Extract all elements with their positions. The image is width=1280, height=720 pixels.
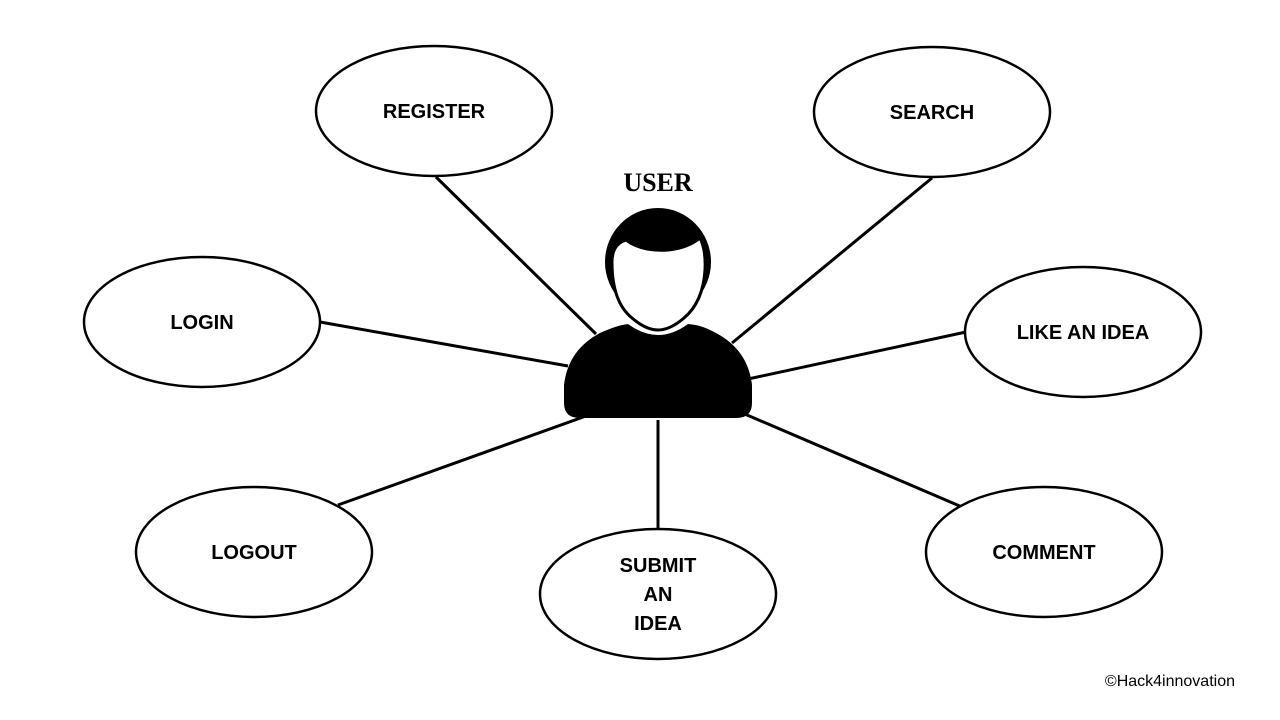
- connector-comment: [739, 410, 963, 509]
- connectors: [319, 175, 967, 529]
- connector-logout: [337, 414, 587, 507]
- use-case-submit-an-idea-label-line-1: SUBMIT: [620, 555, 697, 577]
- use-case-search-ellipse: [812, 45, 1052, 179]
- connector-like-an-idea: [747, 330, 967, 381]
- use-case-search-label: SEARCH: [890, 102, 974, 124]
- use-case-submit-an-idea: SUBMIT AN IDEA: [538, 527, 778, 661]
- user-icon-body: [564, 324, 752, 418]
- use-case-like-an-idea: LIKE AN IDEA: [963, 265, 1203, 399]
- use-case-search: SEARCH: [812, 45, 1052, 179]
- use-case-like-an-idea-ellipse: [963, 265, 1203, 399]
- use-case-login-label: LOGIN: [170, 312, 233, 334]
- use-case-register-label: REGISTER: [383, 101, 486, 123]
- use-case-like-an-idea-label: LIKE AN IDEA: [1017, 322, 1150, 344]
- use-case-login-ellipse: [82, 255, 322, 389]
- use-case-comment-label: COMMENT: [992, 542, 1095, 564]
- use-case-submit-an-idea-ellipse: [538, 527, 778, 661]
- use-case-register-ellipse: [314, 44, 554, 178]
- user-icon-face: [610, 235, 707, 332]
- user-icon: [564, 208, 752, 418]
- use-case-comment-ellipse: [924, 485, 1164, 619]
- actor-user: USER: [564, 168, 752, 418]
- use-case-register: REGISTER: [314, 44, 554, 178]
- use-case-comment: COMMENT: [924, 485, 1164, 619]
- actor-label: USER: [623, 168, 693, 197]
- copyright-text: ©Hack4innovation: [1105, 673, 1235, 690]
- use-case-logout: LOGOUT: [134, 485, 374, 619]
- use-case-logout-label: LOGOUT: [211, 542, 297, 564]
- connector-login: [319, 320, 569, 368]
- use-case-login: LOGIN: [82, 255, 322, 389]
- use-case-logout-ellipse: [134, 485, 374, 619]
- use-case-submit-an-idea-label-line-3: IDEA: [634, 613, 682, 635]
- use-case-submit-an-idea-label-line-2: AN: [644, 584, 673, 606]
- connector-search: [731, 176, 933, 345]
- connector-register: [434, 175, 598, 336]
